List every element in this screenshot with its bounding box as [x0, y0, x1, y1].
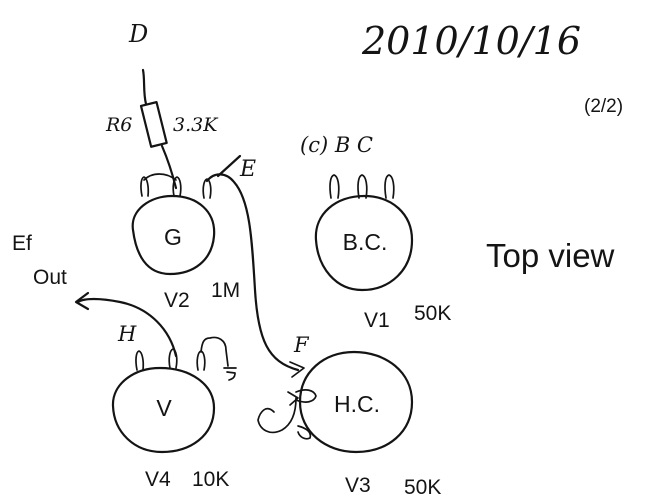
pot-hc-lug-top — [295, 389, 317, 403]
pot-v-lug-3 — [196, 350, 206, 371]
view-label: Top view — [486, 237, 615, 274]
pot-bc-lug-3 — [384, 174, 395, 199]
pot-g-circle-text: G — [164, 224, 182, 250]
output-label-out: Out — [33, 266, 67, 289]
pot-g-id: V2 — [164, 289, 190, 312]
pot-g-value: 1M — [211, 279, 240, 302]
page-number: (2/2) — [584, 96, 623, 117]
pot-g: G — [131, 173, 216, 276]
pot-g-lug-3 — [202, 178, 212, 199]
pot-hc-value: 50K — [404, 476, 441, 499]
pot-hc: H.C. — [295, 350, 414, 454]
wire-g-lug-to-hc — [205, 173, 300, 372]
pot-v-circle-text: V — [156, 395, 172, 421]
pot-hc-id: V3 — [345, 474, 371, 497]
wire-r6-to-g-lug — [160, 144, 178, 190]
pot-hc-circle-text: H.C. — [334, 391, 380, 417]
pot-bc: B.C. — [314, 174, 414, 292]
terminal-f-label: F — [293, 333, 310, 357]
terminal-d-label: D — [128, 20, 148, 48]
pot-bc-terminal-labels: (c) B C — [300, 133, 373, 157]
pot-bc-lug-1 — [329, 174, 340, 199]
output-label-ef: Ef — [12, 232, 32, 255]
pot-v-wire-lugs-2-3 — [200, 336, 229, 367]
pot-bc-lug-2 — [357, 174, 368, 199]
terminal-e-label: E — [239, 157, 256, 182]
pot-v-lug-1 — [135, 350, 145, 371]
pot-bc-body — [314, 194, 414, 292]
pot-g-lug-2 — [172, 176, 182, 197]
pot-v-id: V4 — [145, 468, 171, 491]
pot-bc-id: V1 — [364, 309, 390, 332]
pot-bc-circle-text: B.C. — [343, 229, 388, 255]
pot-bc-value: 50K — [414, 302, 451, 325]
wire-h-to-output — [76, 297, 178, 358]
pot-hc-lug-bottom — [297, 425, 312, 440]
terminal-h-label: H — [117, 322, 137, 346]
output-arrowhead — [74, 291, 90, 311]
resistor-r6-value: 3.3K — [173, 114, 219, 136]
pot-hc-body — [298, 350, 414, 454]
pot-v-ground-symbol — [223, 367, 237, 381]
wire-e-stub — [216, 154, 242, 178]
date-label: 2010/10/16 — [361, 19, 581, 63]
wire-g-terminal-arrow — [287, 391, 299, 406]
pot-v-body — [111, 366, 216, 454]
pot-g-body — [131, 194, 216, 276]
pot-g-lug-1 — [140, 176, 150, 197]
resistor-r6-body — [139, 101, 168, 148]
wire-d-to-r6 — [141, 68, 148, 106]
pot-v-lug-2 — [168, 348, 178, 369]
pot-v: V — [111, 336, 237, 454]
pot-v-value: 10K — [192, 468, 229, 491]
pot-g-wire-lugs-1-2 — [143, 173, 177, 181]
resistor-r6-ref: R6 — [105, 114, 132, 136]
wire-g-terminal-to-hc — [257, 397, 297, 434]
wire-f-arrow — [289, 361, 305, 378]
